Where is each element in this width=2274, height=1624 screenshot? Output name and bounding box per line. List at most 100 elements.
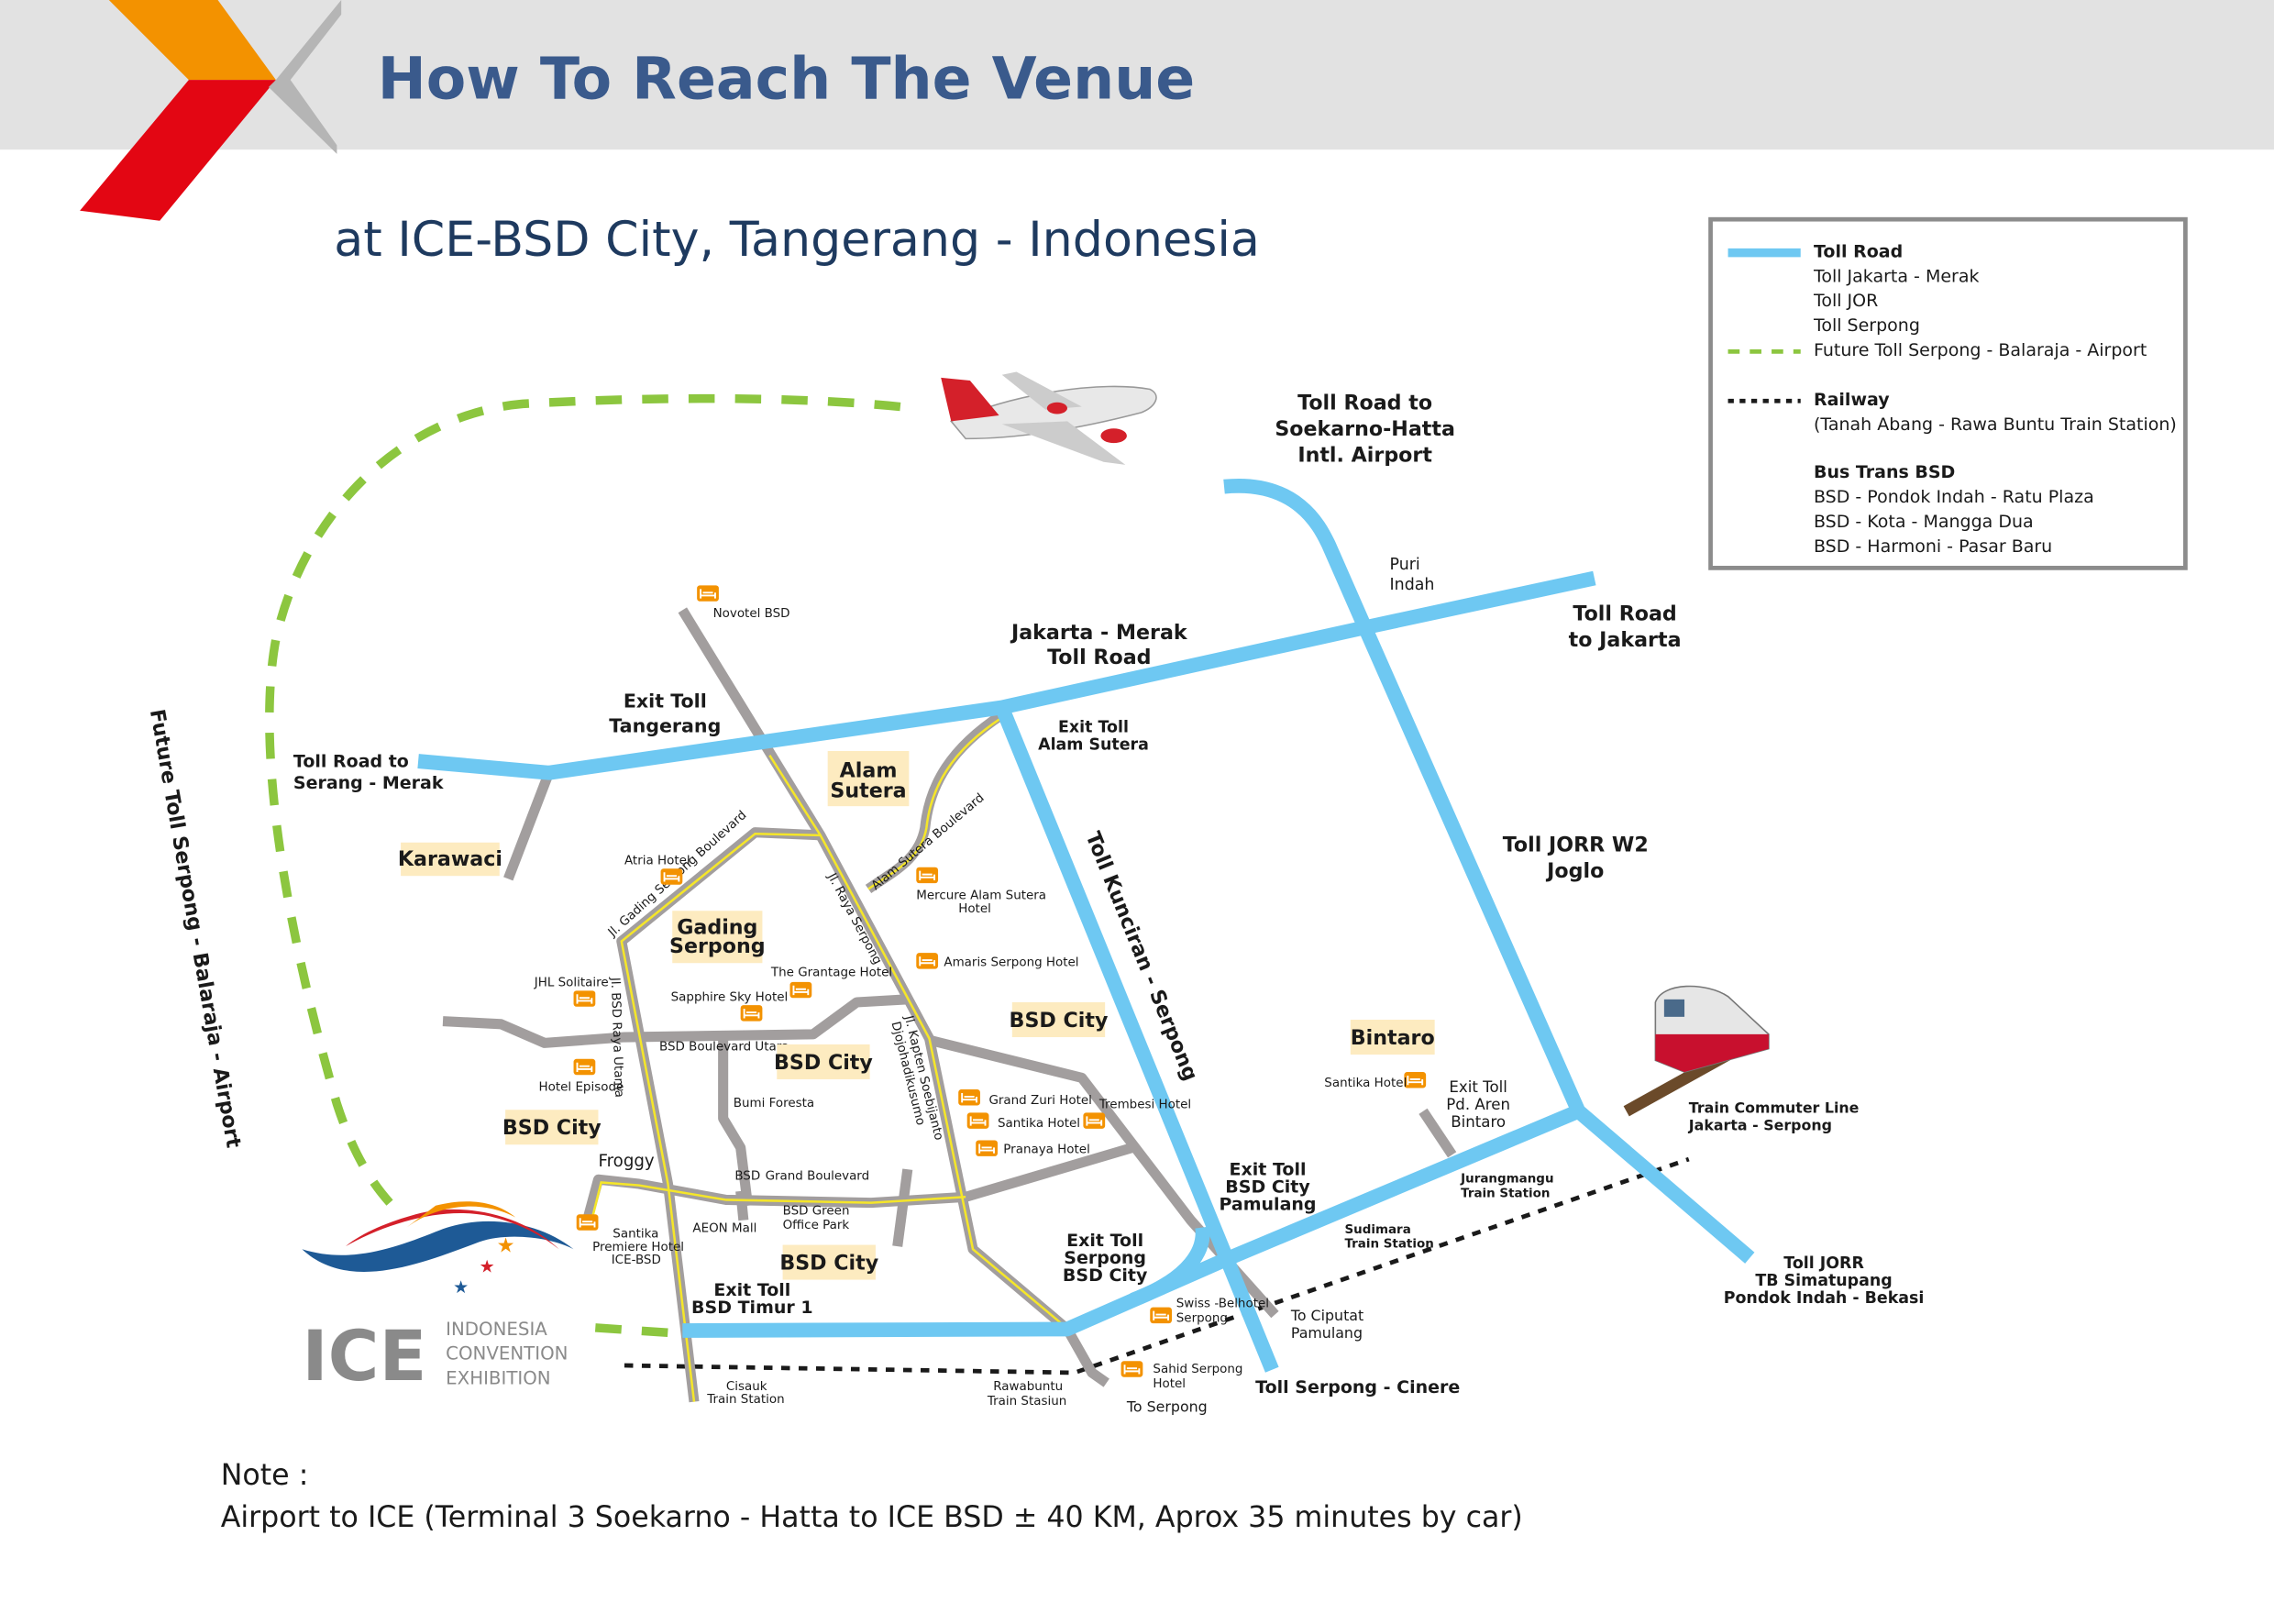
exit-serpong-bsd-label: Exit Toll <box>1066 1231 1143 1251</box>
place-puri-indah: Indah <box>1390 576 1435 594</box>
exit-pd-aren-label: Exit Toll <box>1449 1078 1507 1096</box>
exit-alam-sutera-label: Alam Sutera <box>1038 735 1149 754</box>
hotel-icon <box>915 866 939 885</box>
hotel-novotel[interactable]: Novotel BSD <box>713 607 790 621</box>
toll-label-serang: Toll Road to <box>293 751 409 771</box>
brand-logo <box>80 0 342 221</box>
station-commuter-line: Jakarta - Serpong <box>1688 1116 1832 1133</box>
star-icon: ★ <box>480 1257 495 1277</box>
station-sudimara: Train Station <box>1344 1238 1433 1252</box>
toll-label-airport: Soekarno-Hatta <box>1275 417 1455 441</box>
hotel-swiss-belhotel[interactable]: Serpong <box>1176 1312 1228 1326</box>
place-green-office: BSD Green <box>783 1204 850 1218</box>
ice-logo: ★ ★ ★ ICE INDONESIA CONVENTION EXHIBITIO… <box>302 1201 574 1397</box>
hotel-icon <box>696 584 720 602</box>
hotel-santika[interactable]: Santika Hotel <box>998 1117 1080 1131</box>
place-froggy: Froggy <box>598 1152 654 1171</box>
area-gading-serpong: Gading <box>677 916 757 940</box>
toll-label-jakarta-merak: Jakarta - Merak <box>1010 621 1188 645</box>
area-karawaci: Karawaci <box>398 847 502 871</box>
toll-label-airport: Toll Road to <box>1297 392 1432 415</box>
hotel-episode[interactable]: Hotel Episode <box>539 1081 624 1095</box>
toll-label-jakarta-merak: Toll Road <box>1047 646 1151 669</box>
hotel-icon <box>1120 1360 1144 1378</box>
hotel-sapphire[interactable]: Sapphire Sky Hotel <box>671 990 789 1004</box>
area-bsd-city: BSD City <box>1010 1009 1109 1033</box>
map-legend: Toll Road Toll Jakarta - Merak Toll JOR … <box>1708 216 2188 570</box>
hotel-santika-premiere[interactable]: Premiere Hotel <box>592 1241 684 1254</box>
star-icon: ★ <box>453 1277 469 1298</box>
exit-bsd-pamulang-label: Exit Toll <box>1230 1160 1307 1180</box>
toll-label-jorr-w2: Joglo <box>1545 859 1604 883</box>
header-band <box>0 0 2274 150</box>
hotel-icon <box>572 989 597 1008</box>
place-aeon-mall: AEON Mall <box>692 1221 756 1235</box>
legend-toll-item: Toll JOR <box>1813 291 1878 311</box>
exit-tangerang-label: Exit Toll <box>624 690 707 712</box>
area-alam-sutera: Alam <box>840 758 898 782</box>
hotel-sahid[interactable]: Hotel <box>1153 1377 1186 1391</box>
ice-logo-text: CONVENTION <box>446 1343 568 1364</box>
station-cisauk: Cisauk <box>726 1380 767 1394</box>
hotel-sahid[interactable]: Sahid Serpong <box>1153 1363 1242 1376</box>
station-jurangmangu: Train Station <box>1461 1187 1550 1200</box>
airplane-icon <box>941 371 1157 465</box>
toll-label-airport: Intl. Airport <box>1297 444 1432 468</box>
hotel-icon <box>789 980 813 1000</box>
station-commuter-line: Train Commuter Line <box>1689 1099 1860 1116</box>
legend-future-toll: Future Toll Serpong - Balaraja - Airport <box>1814 340 2147 360</box>
ice-logo-text: INDONESIA <box>446 1319 547 1340</box>
toll-label-serpong-cinere: Toll Serpong - Cinere <box>1255 1377 1460 1398</box>
hotels: Novotel BSD Atria Hotel Mercure Alam Sut… <box>534 584 1428 1391</box>
hotel-santika-bintaro[interactable]: Santika Hotel <box>1324 1077 1407 1090</box>
hotel-amaris[interactable]: Amaris Serpong Hotel <box>944 956 1078 969</box>
area-bsd-city: BSD City <box>779 1251 878 1275</box>
note-text: Airport to ICE (Terminal 3 Soekarno - Ha… <box>221 1501 1523 1534</box>
hotel-icon <box>915 952 939 970</box>
exit-pd-aren-label: Bintaro <box>1451 1113 1506 1131</box>
place-bsd: BSD <box>734 1169 760 1183</box>
toll-label-jorr-simatupang: Pondok Indah - Bekasi <box>1724 1289 1925 1308</box>
hotel-icon <box>1403 1071 1428 1089</box>
toll-label-to-jakarta: Toll Road <box>1573 602 1676 625</box>
station-cisauk: Train Station <box>706 1393 784 1407</box>
hotel-icon <box>739 1004 764 1022</box>
place-to-ciputat: Pamulang <box>1291 1324 1363 1342</box>
exit-bsd-pamulang-label: Pamulang <box>1220 1195 1317 1215</box>
legend-railway-desc: (Tanah Abang - Rawa Buntu Train Station) <box>1814 414 2177 435</box>
star-icon: ★ <box>497 1233 515 1257</box>
hotel-icon <box>1149 1306 1173 1325</box>
hotel-icon <box>575 1213 600 1232</box>
toll-label-to-jakarta: to Jakarta <box>1569 628 1682 652</box>
hotel-mercure[interactable]: Mercure Alam Sutera <box>916 889 1046 903</box>
hotel-jhl[interactable]: JHL Solitaire <box>534 977 609 990</box>
hotel-icon <box>975 1139 999 1157</box>
area-bsd-city: BSD City <box>502 1116 602 1140</box>
hotel-trembesi[interactable]: Trembesi Hotel <box>1098 1099 1191 1112</box>
toll-label-serang: Serang - Merak <box>293 773 444 793</box>
hotel-santika-premiere[interactable]: ICE-BSD <box>612 1254 661 1267</box>
train-icon <box>1623 985 1770 1117</box>
hotel-icon <box>572 1057 597 1077</box>
place-labels: Puri Indah To Ciputat Pamulang To Serpon… <box>598 556 1434 1416</box>
hotel-pranaya[interactable]: Pranaya Hotel <box>1003 1143 1090 1157</box>
bus-route-lines <box>591 716 1065 1402</box>
legend-railway-title: Railway <box>1814 390 1890 410</box>
toll-label-jorr-simatupang: Toll JORR <box>1783 1254 1864 1273</box>
toll-roads <box>417 479 1755 1373</box>
legend-toll-item: Toll Jakarta - Merak <box>1813 266 1980 286</box>
future-toll-spur <box>594 1323 680 1338</box>
ice-logo-text: EXHIBITION <box>446 1368 550 1389</box>
future-toll-route <box>265 393 901 1217</box>
page-title: How To Reach The Venue <box>378 45 1196 113</box>
hotel-grand-zuri[interactable]: Grand Zuri Hotel <box>988 1094 1091 1108</box>
legend-bus-item: BSD - Pondok Indah - Ratu Plaza <box>1814 487 2094 507</box>
page-subtitle: at ICE-BSD City, Tangerang - Indonesia <box>334 212 1260 268</box>
hotel-atria[interactable]: Atria Hotel <box>624 855 690 868</box>
hotel-santika-premiere[interactable]: Santika <box>613 1228 658 1242</box>
hotel-mercure[interactable]: Hotel <box>958 902 991 916</box>
hotel-grantage[interactable]: The Grantage Hotel <box>770 966 892 979</box>
legend-toll-item: Toll Serpong <box>1813 315 1920 336</box>
hotel-swiss-belhotel[interactable]: Swiss -Belhotel <box>1176 1298 1269 1311</box>
exit-alam-sutera-label: Exit Toll <box>1058 718 1129 736</box>
